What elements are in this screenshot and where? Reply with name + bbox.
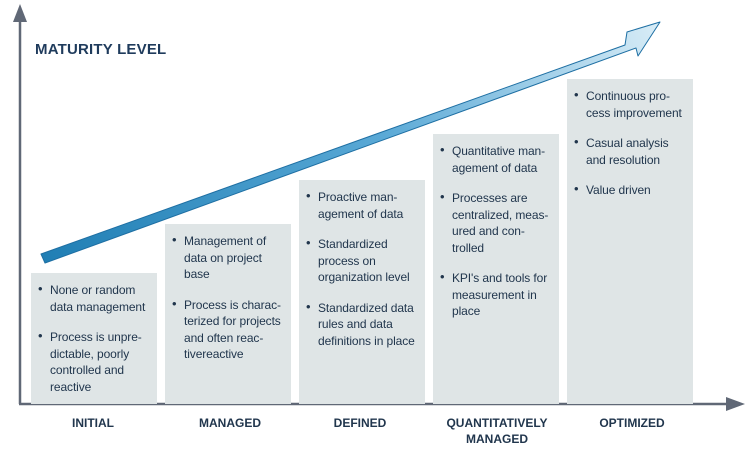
stage-label-2: MANAGED: [199, 416, 261, 430]
stage-bullet: Proactive man-agement of data: [305, 188, 421, 222]
stage-box-3: Proactive man-agement of dataStandardize…: [299, 180, 425, 404]
stage-bullet: None or random data management: [37, 281, 153, 315]
stage-bullet: Standardized data rules and data definit…: [305, 299, 421, 350]
stage-label-3: DEFINED: [333, 416, 387, 430]
stage-bullet: Value driven: [573, 181, 689, 199]
stage-box-1: None or random data managementProcess is…: [31, 273, 157, 404]
stage-label-5: OPTIMIZED: [599, 416, 665, 430]
stage-bullet: Standardized process on organization lev…: [305, 235, 421, 286]
maturity-level-title: MATURITY LEVEL: [35, 41, 167, 58]
stage-label-4: QUANTITATIVELY MANAGED: [446, 416, 548, 446]
stage-box-2: Management of data on project baseProces…: [165, 224, 291, 404]
horizontal-axis-arrowhead: [726, 397, 745, 411]
stage-bullet: Processes are centralized, meas-ured and…: [439, 189, 555, 256]
stage-bullet: Process is unpre-dictable, poorly contro…: [37, 328, 153, 395]
stage-box-4: Quantitative man-agement of dataProcesse…: [433, 134, 559, 404]
stage-bullet: Management of data on project base: [171, 232, 287, 283]
stage-bullet: Continuous pro-cess improvement: [573, 87, 689, 121]
stage-box-5: Continuous pro-cess improvementCasual an…: [567, 79, 693, 404]
vertical-axis-arrowhead: [13, 4, 27, 22]
stage-bullet: Quantitative man-agement of data: [439, 142, 555, 176]
stage-bullet: Process is charac-terized for projects a…: [171, 296, 287, 363]
stage-bullet: Casual analysis and resolution: [573, 134, 689, 168]
stage-label-1: INITIAL: [72, 416, 114, 430]
growth-arrow: [40, 21, 661, 264]
stage-bullet: KPI's and tools for measurement in place: [439, 269, 555, 320]
